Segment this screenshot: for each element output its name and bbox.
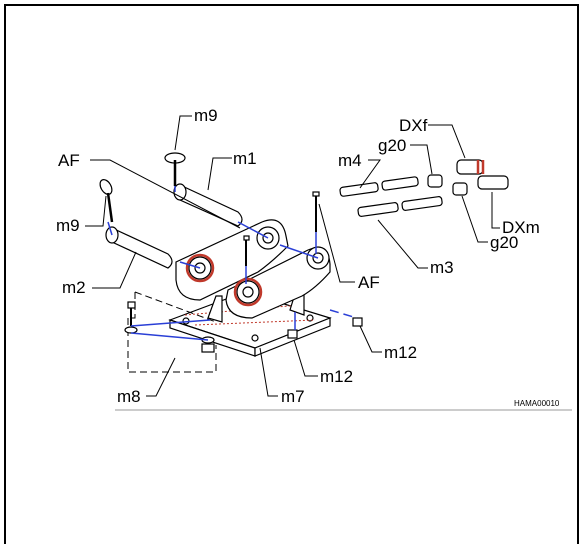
bolt-af-center xyxy=(243,235,250,266)
drawing-code: HAMA00010 xyxy=(514,399,560,408)
label-m12-center: m12 xyxy=(320,367,353,386)
bushing-red-2 xyxy=(233,277,263,307)
bracket-plate-front xyxy=(225,246,331,319)
lock-pin-m9-left xyxy=(99,179,114,223)
label-af-left: AF xyxy=(58,151,80,170)
hose-fitting-m4 xyxy=(339,176,419,197)
leader-lines xyxy=(85,115,500,397)
label-m8: m8 xyxy=(117,387,141,406)
label-m1: m1 xyxy=(233,149,257,168)
bolt-af-right xyxy=(312,191,320,232)
pin-m1 xyxy=(173,183,243,227)
exploded-parts-diagram: m9 m9 m1 m2 AF AF m4 m3 g20 g20 DXf DXm … xyxy=(56,106,572,411)
label-dxm: DXm xyxy=(502,218,540,237)
label-m12-right: m12 xyxy=(384,343,417,362)
label-m4: m4 xyxy=(338,151,362,170)
label-g20-top: g20 xyxy=(378,136,406,155)
label-af-right: AF xyxy=(358,273,380,292)
adapter-g20-top xyxy=(427,174,443,188)
hose-fitting-m3 xyxy=(357,196,443,217)
nut-m12-center xyxy=(287,329,298,339)
bushing-red-1 xyxy=(185,253,215,283)
label-m3: m3 xyxy=(430,258,454,277)
coupling-dxm xyxy=(477,175,509,190)
label-dxf: DXf xyxy=(399,116,428,135)
lock-pin-m9-top xyxy=(164,152,186,186)
pin-m2 xyxy=(105,226,173,269)
assembly-lines xyxy=(107,186,358,341)
fastener-kit-m8 xyxy=(124,291,217,373)
label-m9-left: m9 xyxy=(56,216,80,235)
label-m2: m2 xyxy=(62,278,86,297)
adapter-g20-bottom xyxy=(452,182,468,196)
label-g20-bottom: g20 xyxy=(490,233,518,252)
nut-m12-right xyxy=(352,317,363,327)
label-m9-top: m9 xyxy=(194,106,218,125)
coupling-dxf xyxy=(456,159,485,175)
label-m7: m7 xyxy=(281,387,305,406)
